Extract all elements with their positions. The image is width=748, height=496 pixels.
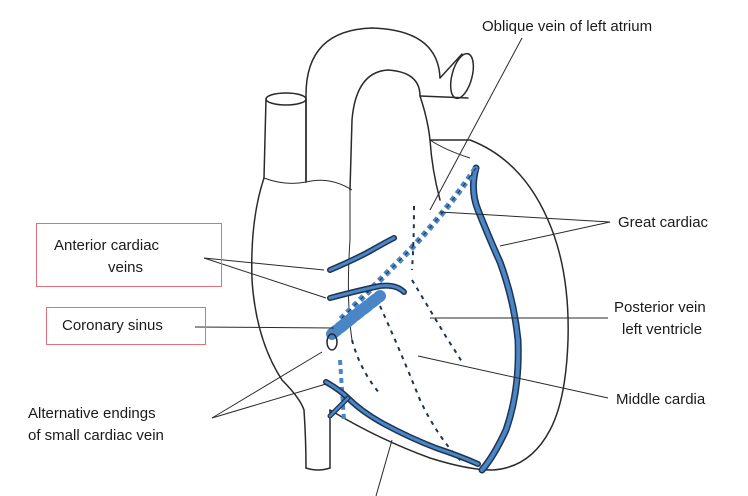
aorta	[306, 28, 478, 190]
superior-vena-cava	[264, 93, 306, 183]
heart-outline	[252, 140, 568, 470]
label-anterior-cardiac-line2: veins	[108, 258, 143, 277]
label-great-cardiac: Great cardiac	[618, 213, 708, 232]
label-middle-cardiac: Middle cardia	[616, 390, 705, 409]
great-cardiac-vein	[340, 168, 518, 470]
label-alternative-endings-line1: Alternative endings	[28, 404, 156, 423]
label-posterior-vein-line1: Posterior vein	[614, 298, 706, 317]
posterior-veins	[340, 206, 462, 462]
small-cardiac-vein	[326, 382, 478, 464]
label-oblique-vein: Oblique vein of left atrium	[482, 17, 652, 36]
leader-lines	[195, 38, 610, 496]
label-alternative-endings-line2: of small cardiac vein	[28, 426, 164, 445]
anterior-cardiac-highlight-box	[36, 223, 222, 287]
label-anterior-cardiac-line1: Anterior cardiac	[54, 236, 159, 255]
label-coronary-sinus: Coronary sinus	[62, 316, 163, 335]
label-posterior-vein-line2: left ventricle	[622, 320, 702, 339]
